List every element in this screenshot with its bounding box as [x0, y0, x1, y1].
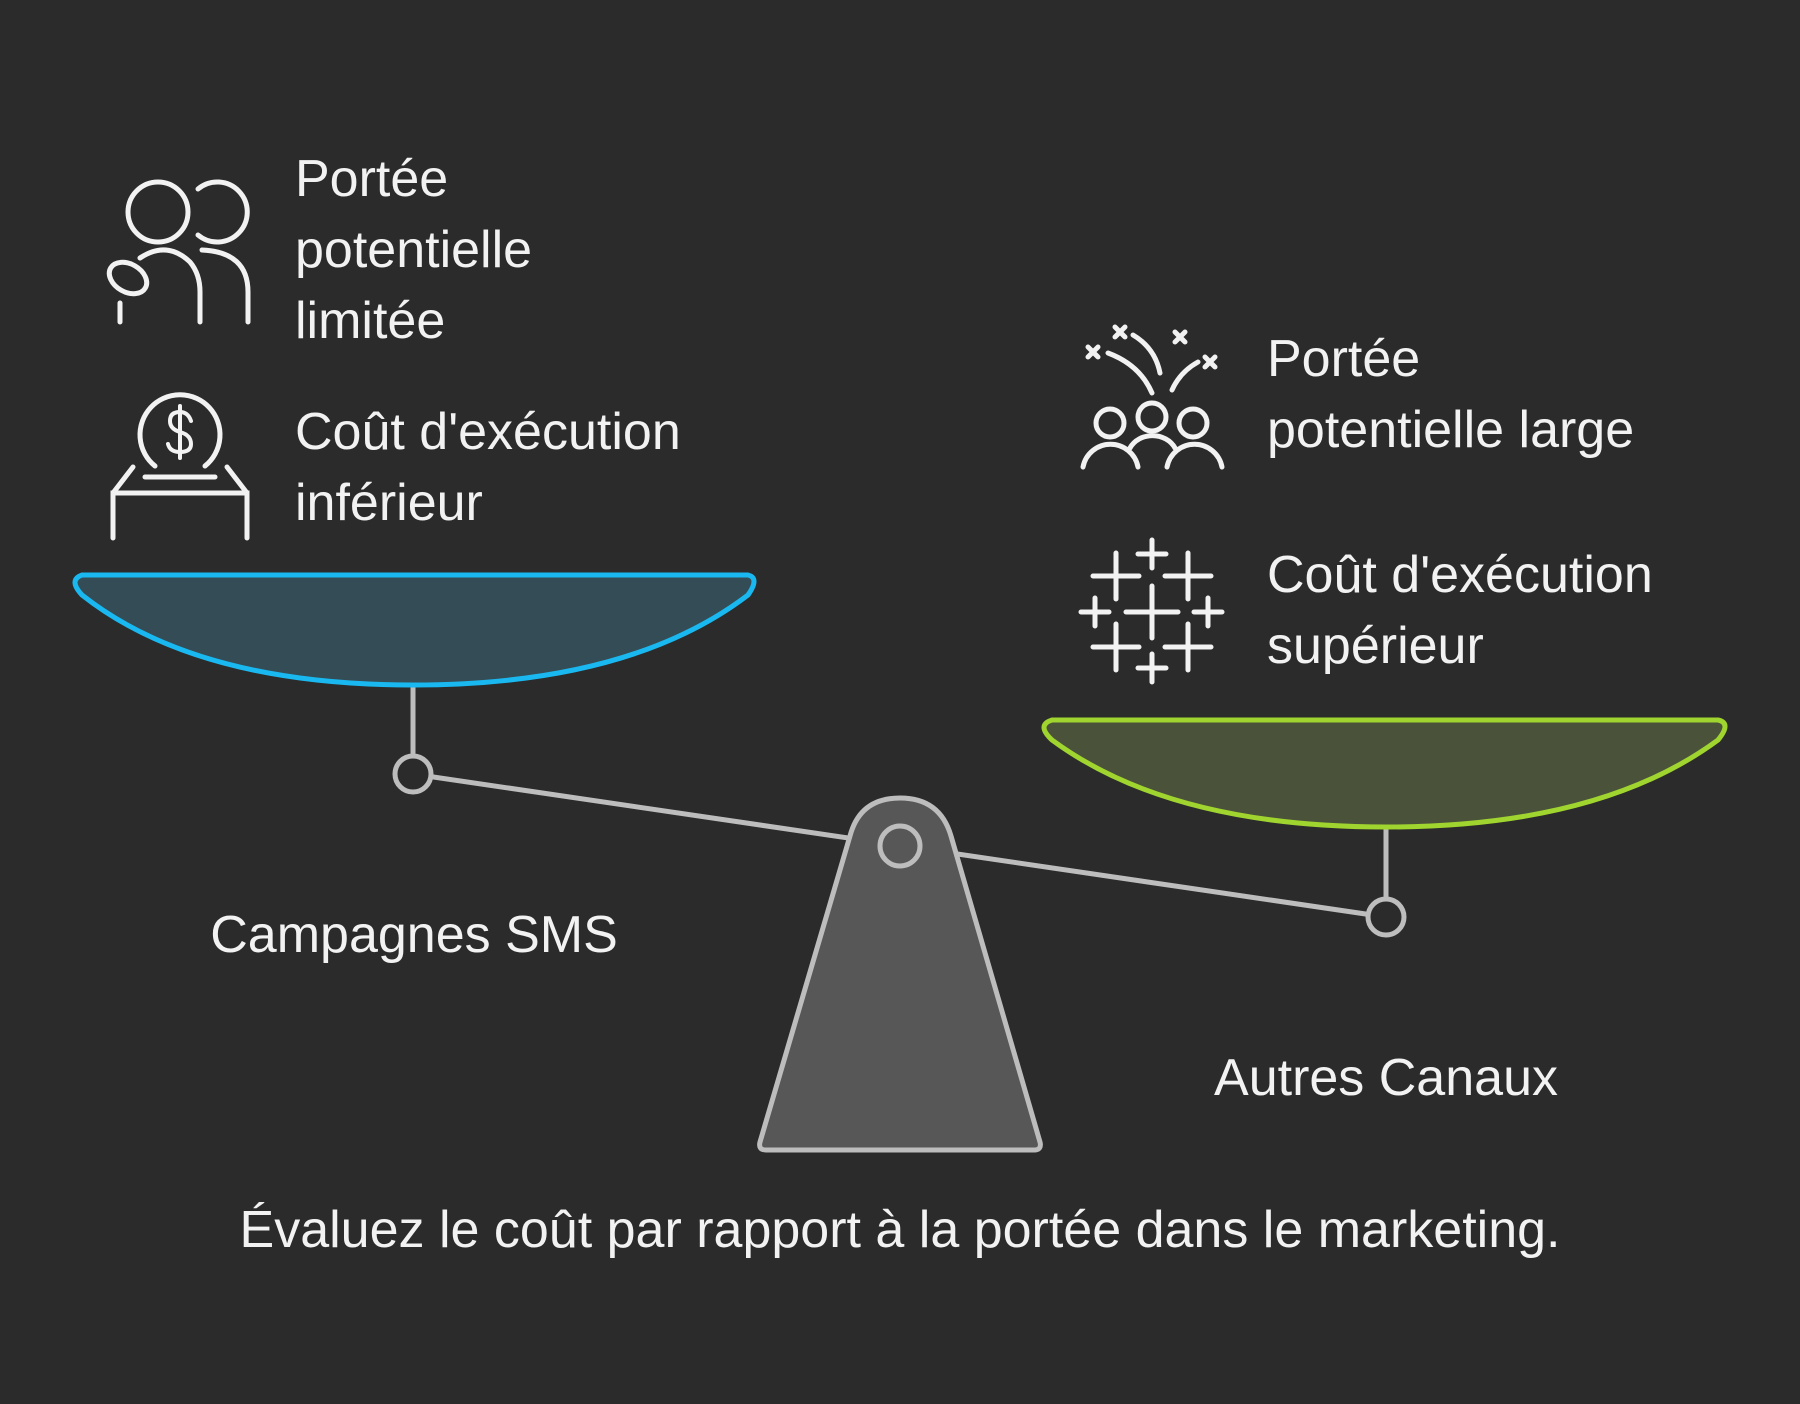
text-line: limitée	[295, 292, 446, 350]
left-reach-text: Portée potentielle limitée	[295, 144, 532, 357]
text-line: potentielle	[295, 221, 533, 279]
text-line: supérieur	[1267, 617, 1484, 675]
limited-reach-people-icon	[106, 179, 251, 325]
text-line: Coût d'exécution	[1267, 546, 1653, 604]
text-line: Coût d'exécution	[295, 403, 681, 461]
coin-deposit-icon	[110, 392, 250, 541]
caption: Évaluez le coût par rapport à la portée …	[239, 1201, 1561, 1259]
text-line: potentielle large	[1267, 401, 1635, 459]
text-line: inférieur	[295, 474, 483, 532]
text-line: Portée	[295, 150, 449, 208]
text-line: Portée	[1267, 330, 1421, 388]
right-hinge	[1365, 896, 1407, 938]
right-label: Autres Canaux	[1214, 1049, 1558, 1107]
pivot	[877, 823, 923, 869]
fulcrum	[757, 795, 1043, 1153]
right-reach-text: Portée potentielle large	[1267, 324, 1634, 466]
left-hinge	[392, 753, 434, 795]
right-cost-text: Coût d'exécution supérieur	[1267, 540, 1653, 682]
crowd-fireworks-icon	[1080, 324, 1225, 470]
sparkle-plus-icon	[1078, 537, 1225, 685]
left-pan	[72, 572, 757, 688]
left-cost-text: Coût d'exécution inférieur	[295, 397, 681, 539]
right-pan	[1041, 717, 1728, 830]
left-label: Campagnes SMS	[210, 906, 618, 964]
